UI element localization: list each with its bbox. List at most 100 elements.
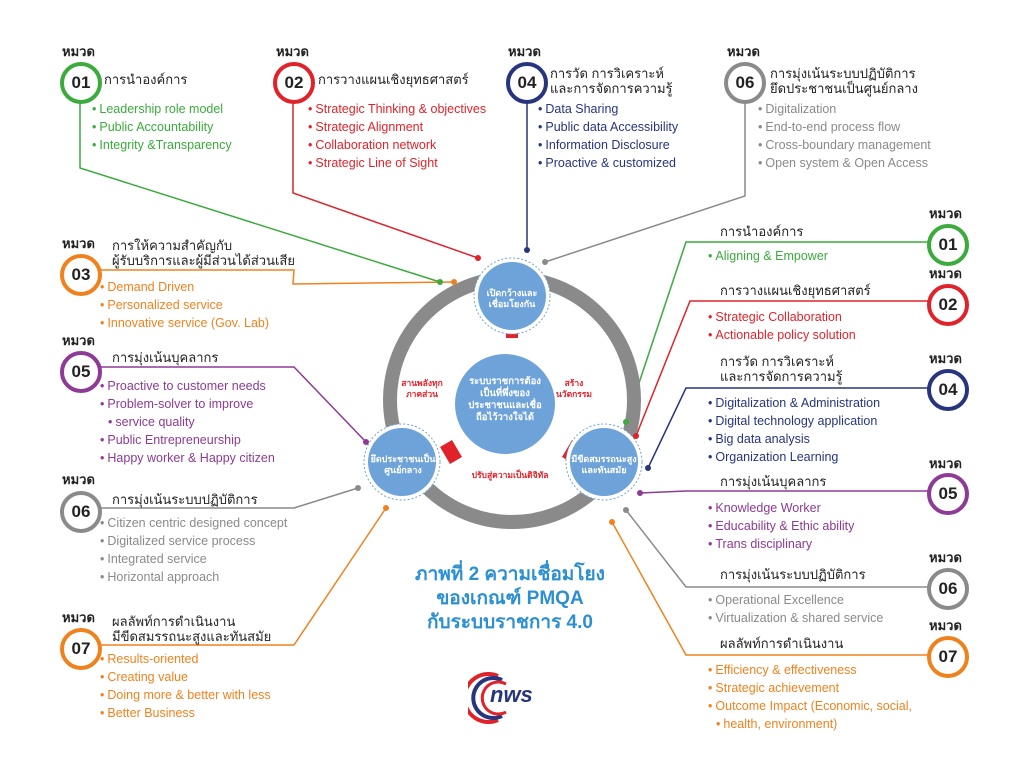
list-item: Actionable policy solution (708, 326, 855, 344)
hmwd-label: หมวด (929, 551, 962, 566)
hmwd-label: หมวด (929, 619, 962, 634)
node-left-label: ยึดประชาชนเป็นศูนย์กลาง (370, 454, 436, 475)
category-badge-01: 01 (927, 224, 969, 266)
category-items: Proactive to customer needs Problem-solv… (100, 377, 275, 467)
list-item: Doing more & better with less (100, 686, 270, 704)
category-title: การนำองค์การ (720, 224, 804, 239)
list-item: Educability & Ethic ability (708, 517, 854, 535)
list-item: Knowledge Worker (708, 499, 854, 517)
list-item: End-to-end process flow (758, 118, 931, 136)
category-title: การมุ่งเน้นบุคลากร (112, 350, 219, 365)
list-item: Strategic Line of Sight (308, 154, 486, 172)
list-item: Public Accountability (92, 118, 232, 136)
list-item: Better Business (100, 704, 271, 722)
category-badge-04: 04 (927, 369, 969, 411)
category-items: Digitalization & Administration Digital … (708, 394, 880, 466)
hmwd-label: หมวด (62, 611, 95, 626)
list-item: Happy worker & Happy citizen (100, 449, 274, 467)
arc-right-label: สร้างนวัตกรรม (556, 378, 592, 399)
list-item: Public Entrepreneurship (100, 431, 275, 449)
category-badge-02: 02 (273, 62, 315, 104)
category-items: Strategic Collaboration Actionable polic… (708, 308, 856, 344)
category-title: การนำองค์การ (104, 72, 188, 87)
pmqa-logo-icon: nws (462, 668, 560, 724)
category-title: การมุ่งเน้นระบบปฏิบัติการ (720, 567, 866, 582)
category-badge-05: 05 (927, 473, 969, 515)
category-title-line2: ผู้รับบริการและผู้มีส่วนได้ส่วนเสีย (112, 253, 295, 268)
node-top-label: เปิดกว้างและเชื่อมโยงกัน (486, 288, 538, 309)
category-badge-06: 06 (927, 568, 969, 610)
list-item: Citizen centric designed concept (100, 514, 287, 532)
category-items: Data Sharing Public data Accessibility I… (538, 100, 678, 172)
list-item: Proactive & customized (538, 154, 678, 172)
logo-text: nws (490, 682, 533, 707)
list-item: Creating value (100, 668, 271, 686)
list-item: Strategic achievement (708, 679, 912, 697)
hmwd-label: หมวด (929, 352, 962, 367)
category-items: Efficiency & effectiveness Strategic ach… (708, 661, 912, 733)
category-badge-01: 01 (60, 62, 102, 104)
category-title-line2: และการจัดการความรู้ (550, 81, 673, 96)
category-items: Results-oriented Creating value Doing mo… (100, 650, 271, 722)
list-item: Virtualization & shared service (708, 609, 883, 627)
category-title-line1: การให้ความสำคัญกับ (112, 238, 233, 253)
category-title-line1: การวัด การวิเคราะห์ (720, 354, 834, 369)
category-items: Citizen centric designed concept Digital… (100, 514, 287, 586)
list-item: Horizontal approach (100, 568, 287, 586)
list-item: Strategic Thinking & objectives (308, 100, 486, 118)
category-items: Strategic Thinking & objectives Strategi… (308, 100, 486, 172)
list-item: Proactive to customer needs (100, 377, 275, 395)
list-item: Efficiency & effectiveness (708, 661, 912, 679)
list-item: Information Disclosure (538, 136, 678, 154)
category-title: การมุ่งเน้นระบบปฏิบัติการ (112, 492, 258, 507)
list-item: Big data analysis (708, 430, 880, 448)
list-item: Public data Accessibility (538, 118, 678, 136)
category-badge-05: 05 (60, 351, 102, 393)
list-item: Strategic Collaboration (708, 308, 856, 326)
category-items: Demand Driven Personalized service Innov… (100, 278, 269, 332)
list-item: Demand Driven (100, 278, 269, 296)
list-item: Results-oriented (100, 650, 271, 668)
list-item: Digital technology application (708, 412, 880, 430)
hmwd-label: หมวด (62, 334, 95, 349)
category-items: Operational Excellence Virtualization & … (708, 591, 883, 627)
diagram-caption: ภาพที่ 2 ความเชื่อมโยง ของเกณฑ์ PMQA กับ… (390, 563, 630, 635)
category-title: การวางแผนเชิงยุทธศาสตร์ (318, 72, 469, 87)
list-item: Strategic Alignment (308, 118, 486, 136)
list-item: Innovative service (Gov. Lab) (100, 314, 269, 332)
node-right-label: มีขีดสมรรถนะสูงและทันสมัย (571, 454, 637, 475)
category-badge-07: 07 (927, 636, 969, 678)
category-badge-04: 04 (506, 62, 548, 104)
hmwd-label: หมวด (929, 207, 962, 222)
list-item: Cross-boundary management (758, 136, 930, 154)
list-item: Outcome Impact (Economic, social, (708, 697, 912, 715)
list-item: Integrated service (100, 550, 287, 568)
list-item: Integrity &Transparency (92, 136, 231, 154)
category-items: Leadership role model Public Accountabil… (92, 100, 232, 154)
list-item: Collaboration network (308, 136, 486, 154)
list-item: Trans disciplinary (708, 535, 854, 553)
category-title-line1: การวัด การวิเคราะห์ (550, 66, 664, 81)
hmwd-label: หมวด (727, 45, 760, 60)
hmwd-label: หมวด (929, 267, 962, 282)
caption-line1: ภาพที่ 2 ความเชื่อมโยง (415, 564, 605, 585)
hmwd-label: หมวด (276, 45, 309, 60)
arc-left-label: สานพลังทุกภาคส่วน (401, 378, 443, 399)
category-items: Digitalization End-to-end process flow C… (758, 100, 931, 172)
list-item: Digitalized service process (100, 532, 287, 550)
category-badge-02: 02 (927, 284, 969, 326)
category-title-line2: และการจัดการความรู้ (720, 369, 843, 384)
list-item: Data Sharing (538, 100, 678, 118)
list-item: Personalized service (100, 296, 269, 314)
category-badge-07: 07 (60, 628, 102, 670)
category-title-line1: ผลลัพท์การดำเนินงาน (112, 614, 236, 629)
category-title-line1: การมุ่งเน้นระบบปฏิบัติการ (770, 66, 916, 81)
center-node-label: ระบบราชการต้องเป็นที่พึ่งของประชาชนและเช… (468, 376, 542, 423)
category-title: การวางแผนเชิงยุทธศาสตร์ (720, 283, 871, 298)
list-item: Aligning & Empower (708, 247, 828, 265)
hmwd-label: หมวด (62, 473, 95, 488)
list-item: Open system & Open Access (758, 154, 931, 172)
category-badge-06: 06 (60, 491, 102, 533)
list-item: Organization Learning (708, 448, 880, 466)
category-items: Knowledge Worker Educability & Ethic abi… (708, 499, 854, 553)
